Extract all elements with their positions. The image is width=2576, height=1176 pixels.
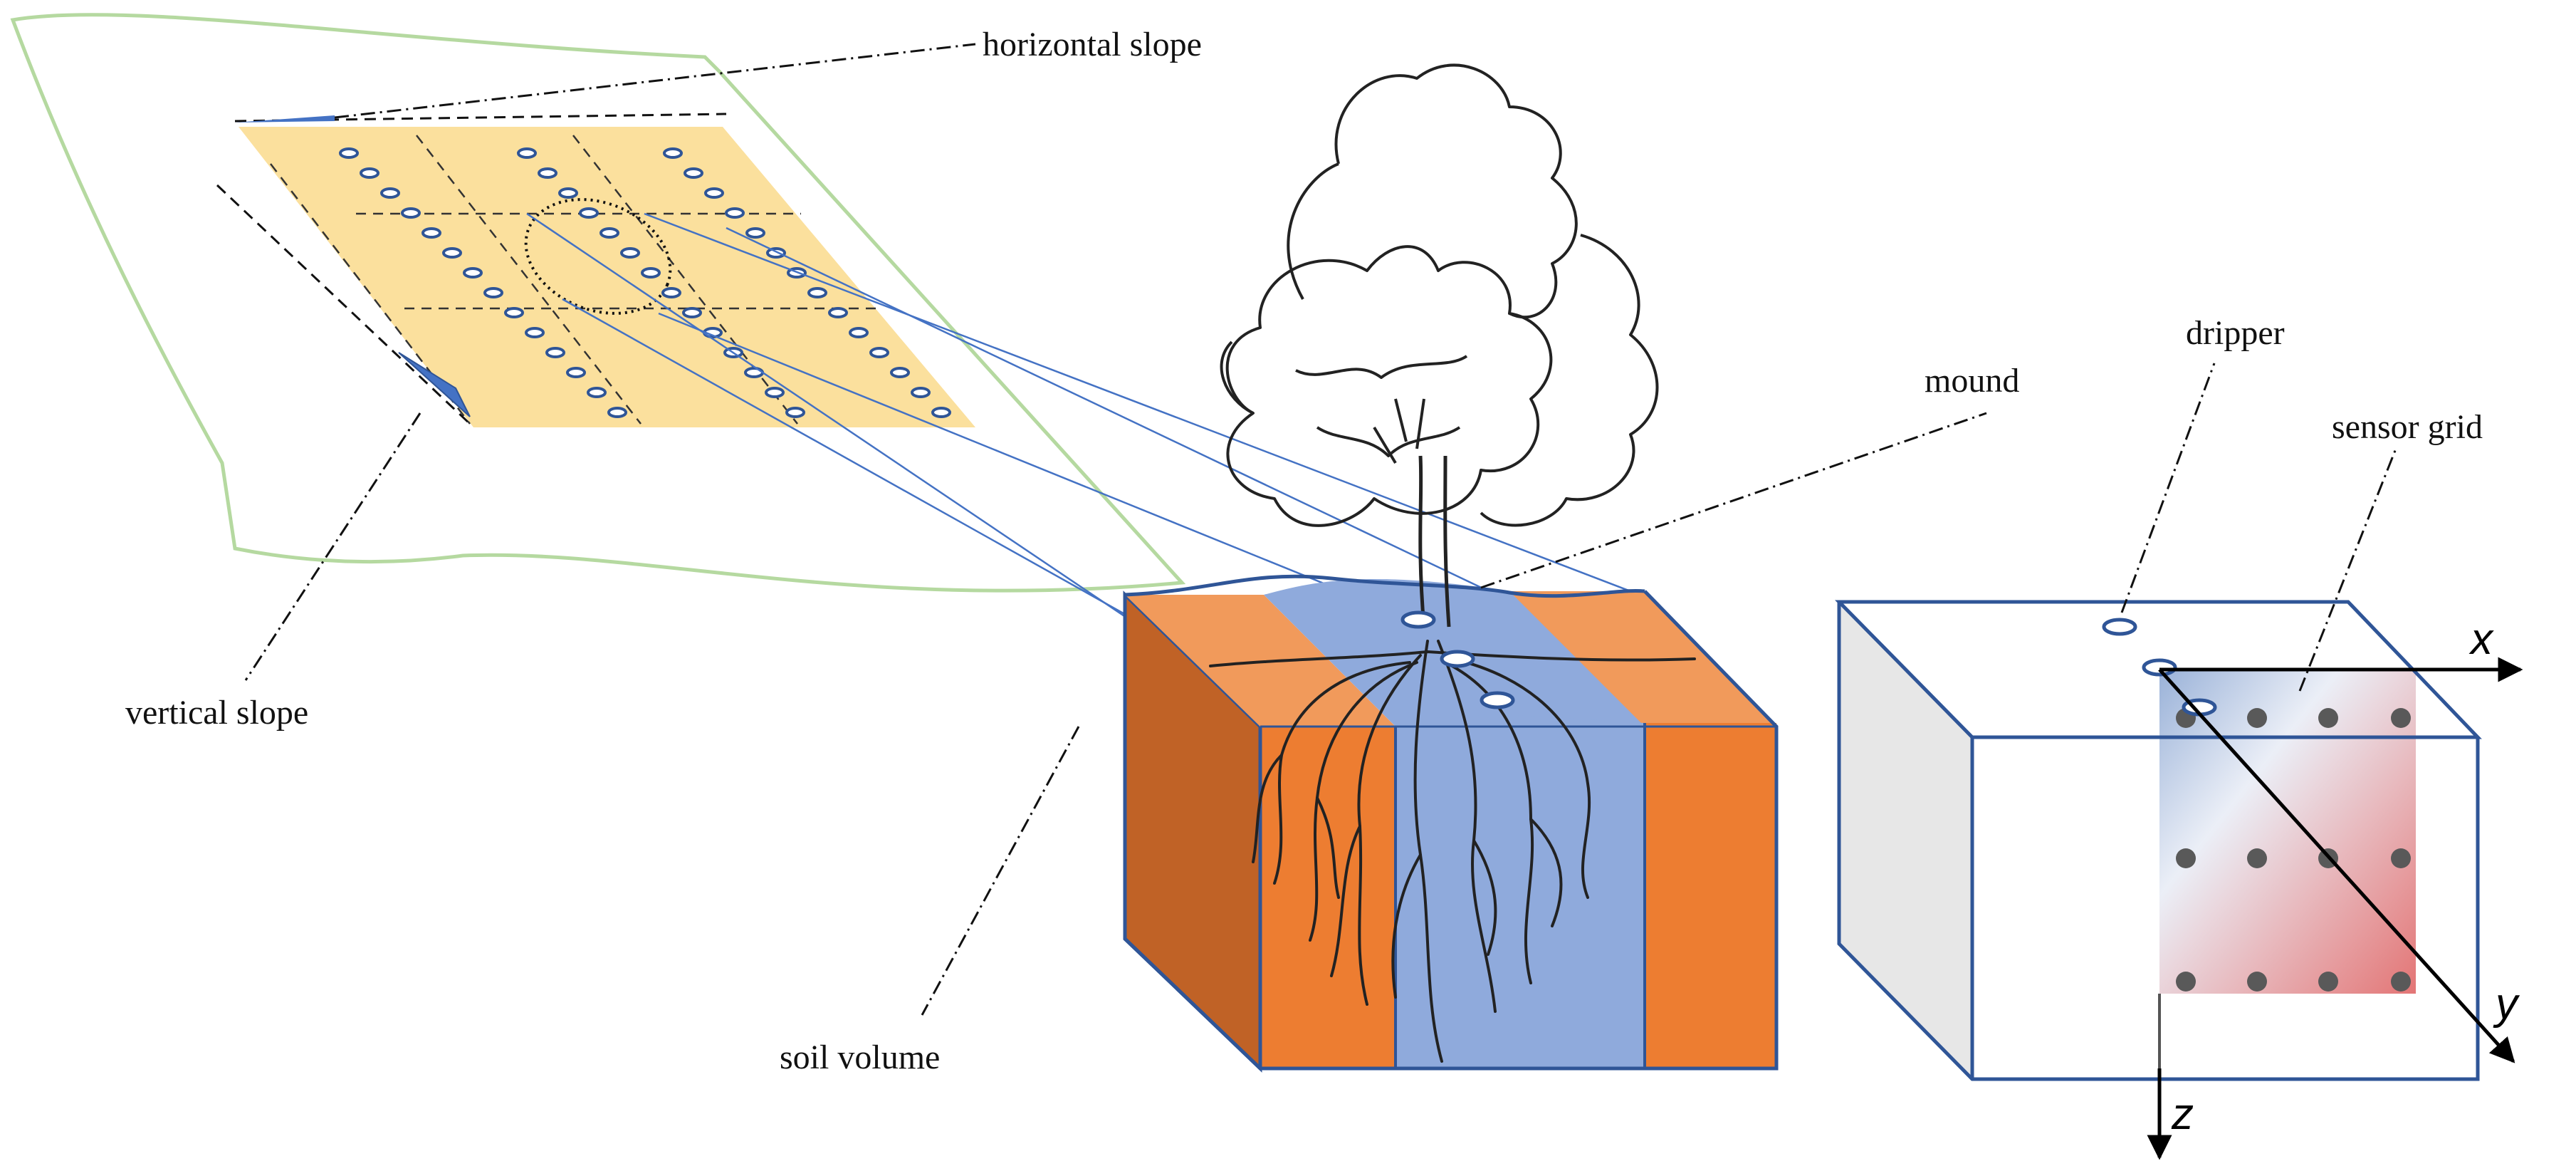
tree-icon	[1220, 63, 1659, 527]
dripper-icon	[807, 287, 827, 298]
dripper-icon	[525, 327, 545, 338]
vertical-slope-wedge	[398, 352, 471, 417]
dripper-icon	[828, 307, 848, 318]
sensor-dot-icon	[2176, 972, 2196, 992]
sensor-dot-icon	[2318, 708, 2338, 728]
dripper-icon	[517, 147, 537, 159]
soil-front-right	[1645, 723, 1776, 1068]
dripper-icon	[785, 407, 805, 418]
sensor-dot-icon	[2391, 708, 2411, 728]
field-drippers	[339, 147, 951, 418]
dripper-icon	[869, 347, 889, 358]
sensor-dot-icon	[2318, 972, 2338, 992]
mound-surface	[1124, 574, 1645, 598]
field-plot	[239, 127, 975, 427]
dripper-icon	[682, 307, 702, 318]
dripper-icon	[566, 367, 586, 378]
terrain-outline	[10, 13, 1186, 593]
dripper-icon	[558, 187, 578, 199]
soil-front-wet	[1396, 714, 1645, 1068]
leader-lines	[244, 43, 2397, 1016]
root-system-icon	[1209, 640, 1696, 1063]
soil-volume-block	[1123, 574, 1779, 1073]
dripper-icon	[911, 387, 931, 398]
dripper-icon	[2102, 618, 2137, 636]
sensor-grid-label: sensor grid	[2332, 408, 2483, 446]
dripper-icon	[766, 247, 786, 259]
tree-trunk	[1418, 455, 1451, 628]
dripper-icon	[401, 207, 421, 219]
horizontal-slope-label: horizontal slope	[983, 26, 1202, 63]
dripper-icon	[463, 267, 483, 279]
mound-label: mound	[1925, 362, 2019, 400]
soil-front-left	[1260, 727, 1396, 1068]
soil-top-left	[1125, 595, 1396, 727]
sensor-dots	[2176, 708, 2411, 992]
dripper-icon	[579, 207, 599, 219]
dripper-icon	[442, 247, 462, 259]
dripper-label: dripper	[2186, 314, 2285, 352]
dripper-icon	[360, 167, 379, 179]
dripper-icon	[725, 207, 745, 219]
sensor-box: x y z	[1835, 600, 2523, 1160]
dripper-icon	[504, 307, 524, 318]
box-drippers	[2102, 618, 2217, 717]
dripper-icon	[1400, 610, 1436, 629]
y-axis-label: y	[2493, 979, 2520, 1029]
dripper-icon	[684, 167, 703, 179]
dripper-icon	[890, 367, 910, 378]
dripper-icon	[1480, 691, 1515, 709]
vertical-slope-line	[216, 184, 471, 425]
sensor-grid-plane	[2159, 670, 2416, 994]
sensor-dot-icon	[2247, 972, 2267, 992]
dripper-icon	[600, 227, 619, 239]
dripper-icon	[380, 187, 400, 199]
soil-drippers	[1400, 610, 1515, 709]
horizontal-slope-wedge	[235, 115, 335, 123]
dripper-icon	[483, 287, 503, 298]
highlighted-plant-zone	[524, 198, 672, 315]
dripper-icon	[849, 327, 869, 338]
x-axis-label: x	[2468, 615, 2494, 664]
dripper-icon	[2142, 658, 2177, 677]
sensor-dot-icon	[2247, 708, 2267, 728]
box-side-face	[1839, 602, 1972, 1079]
y-axis-arrow	[2158, 668, 2515, 1063]
dripper-icon	[661, 287, 681, 298]
dripper-icon	[745, 227, 765, 239]
dripper-icon	[607, 407, 627, 418]
dripper-icon	[545, 347, 565, 358]
dripper-icon	[538, 167, 557, 179]
dripper-icon	[744, 367, 764, 378]
dripper-icon	[587, 387, 607, 398]
box-edges	[1835, 600, 2482, 1081]
dripper-icon	[641, 267, 661, 279]
dripper-icon	[765, 387, 785, 398]
dripper-icon	[422, 227, 441, 239]
soil-block-outline	[1123, 590, 1779, 1071]
sensor-dot-icon	[2247, 848, 2267, 868]
field-view	[10, 13, 1186, 593]
dripper-icon	[931, 407, 951, 418]
sensor-dot-icon	[2391, 972, 2411, 992]
dripper-icon	[704, 187, 724, 199]
dripper-icon	[1440, 650, 1475, 668]
dripper-icon	[339, 147, 359, 159]
vertical-slope-label: vertical slope	[125, 694, 308, 732]
soil-volume-label: soil volume	[780, 1039, 940, 1076]
field-grid	[270, 135, 883, 425]
z-axis-label: z	[2171, 1090, 2194, 1139]
sensor-dot-icon	[2391, 848, 2411, 868]
sensor-dot-icon	[2176, 848, 2196, 868]
dripper-icon	[663, 147, 683, 159]
dripper-icon	[620, 247, 640, 259]
